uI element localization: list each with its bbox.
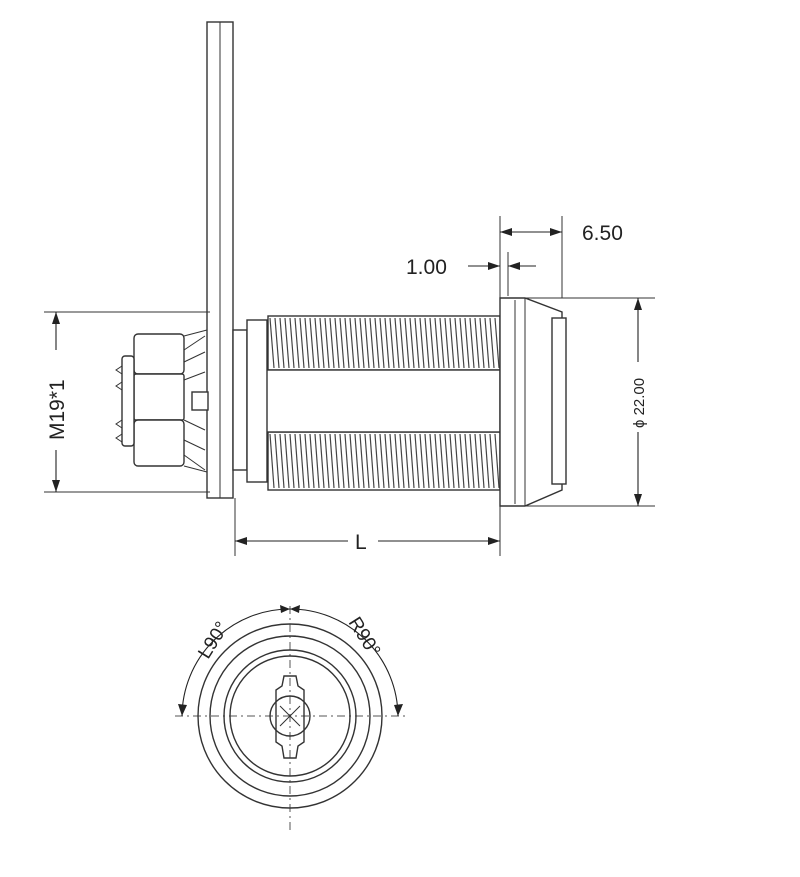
dim-thread: M19*1 [40, 312, 72, 492]
thread-top [267, 315, 501, 371]
lock-body-slot [254, 369, 501, 433]
front-view: L90° R90° [175, 605, 405, 830]
nut [115, 329, 209, 473]
dim-label-1-00: 1.00 [406, 256, 447, 279]
lock-head [499, 297, 567, 507]
dim-6-50: 6.50 [500, 222, 623, 245]
rotation-arc-left: L90° [178, 605, 291, 717]
dim-label-diameter: ϕ 22.00 [631, 378, 648, 428]
dim-diameter: ϕ 22.00 [624, 298, 652, 506]
washer [232, 329, 248, 471]
rotation-arc-right: R90° [289, 605, 403, 717]
dim-1-00: 1.00 [406, 256, 536, 279]
dim-label-length: L [355, 531, 367, 554]
side-view: 6.50 1.00 M19*1 ϕ 22.00 [40, 21, 655, 556]
dim-label-6-50: 6.50 [582, 222, 623, 245]
outer-bezel [197, 623, 383, 809]
rotation-label-left: L90° [194, 618, 233, 662]
dim-length: L [235, 528, 500, 554]
dim-label-thread: M19*1 [46, 379, 69, 440]
thread-bottom [267, 431, 501, 491]
keyway [269, 675, 311, 759]
